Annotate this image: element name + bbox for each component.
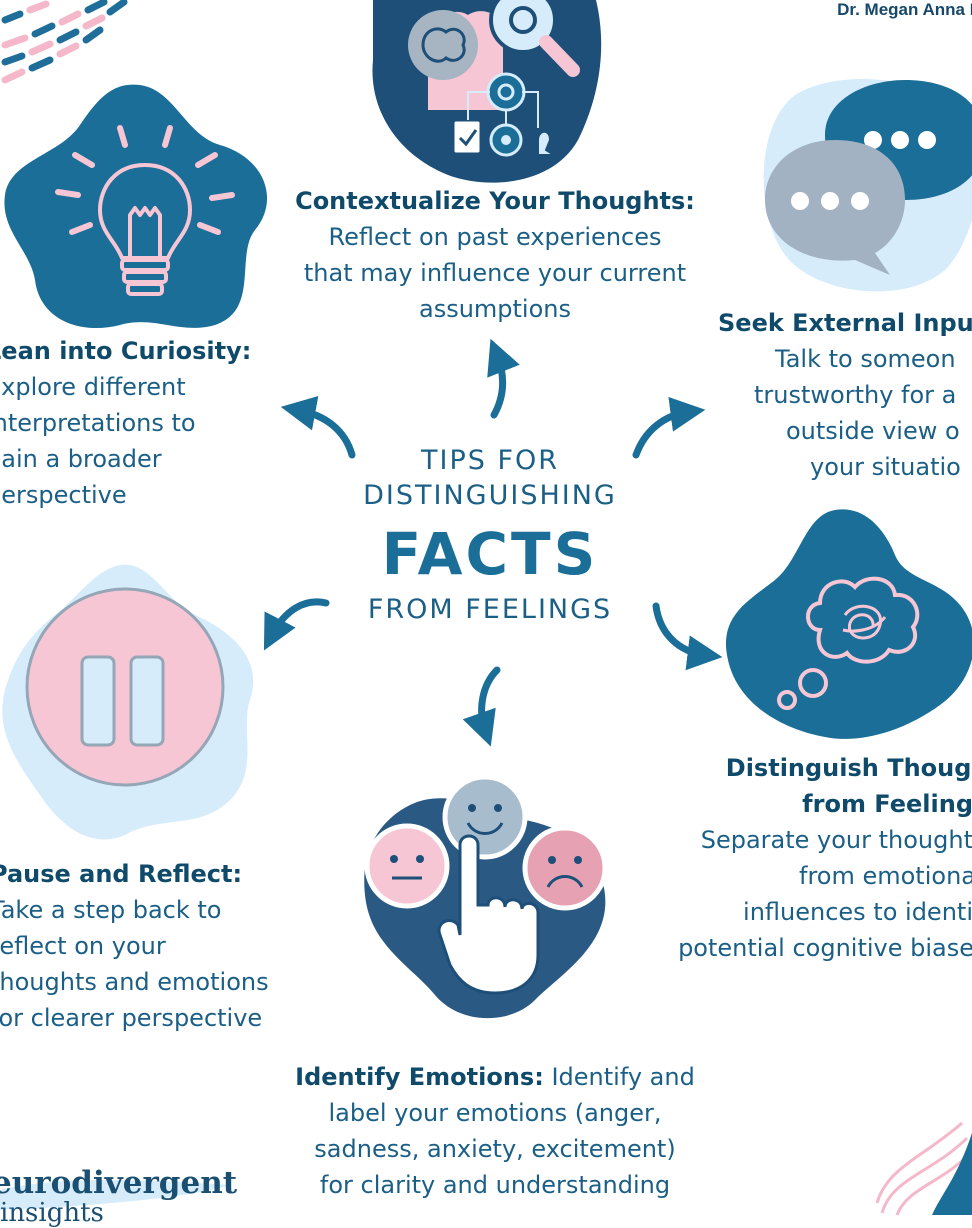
logo-brush: [0, 1180, 230, 1210]
logo-subtext: insights: [0, 1198, 104, 1228]
tip-external-line: your situatio: [810, 453, 961, 481]
tip-contextualize-line: Reflect on past experiences: [328, 223, 662, 251]
tip-emotions-line: sadness, anxiety, excitement): [314, 1135, 676, 1163]
arrow-lower-right: [652, 602, 723, 671]
tip-curiosity-line: Explore different: [0, 373, 186, 401]
title-facts: FACTS: [381, 520, 599, 588]
arrow-down: [462, 666, 501, 747]
arrow-lower-left: [263, 598, 330, 651]
arrow-up: [487, 338, 520, 419]
tip-curiosity: Lean into Curiosity: Explore different i…: [0, 333, 306, 513]
tip-external-line: Talk to someon: [775, 345, 956, 373]
tip-pause-line: thoughts and emotions: [0, 968, 269, 996]
tip-emotions-line: label your emotions (anger,: [328, 1099, 662, 1127]
tip-curiosity-line: gain a broader: [0, 445, 162, 473]
title-line-2: DISTINGUISHING: [363, 480, 617, 511]
tip-external-line: trustworthy for a: [754, 381, 957, 409]
tip-contextualize: Contextualize Your Thoughts: Reflect on …: [270, 183, 720, 327]
pause-icon: [2, 564, 254, 840]
tip-pause-title: Pause and Reflect:: [0, 860, 243, 888]
tip-pause-line: reflect on your: [0, 932, 166, 960]
tip-emotions-line: Identify and: [543, 1063, 695, 1091]
lightbulb-icon: [4, 84, 268, 328]
tip-distinguish-line: potential cognitive biase: [678, 934, 972, 962]
title-line-1: TIPS FOR: [420, 445, 559, 476]
tip-contextualize-line: assumptions: [418, 295, 571, 323]
tip-pause-line: for clearer perspective: [0, 1004, 263, 1032]
arrow-upper-left: [280, 395, 356, 459]
logo-text: eurodivergent: [0, 1165, 238, 1201]
tip-distinguish-title: Distinguish Thought: [725, 754, 972, 782]
emotion-faces-icon: [364, 774, 608, 1019]
tip-emotions-line: for clarity and understanding: [319, 1171, 671, 1199]
title-line-4: FROM FEELINGS: [367, 594, 613, 625]
tip-curiosity-line: interpretations to: [0, 409, 196, 437]
tip-distinguish-line: Separate your thought: [700, 826, 972, 854]
tip-distinguish-line: influences to identi: [743, 898, 972, 926]
thought-cloud-icon: [725, 509, 972, 739]
author-name: Dr. Megan Anna N: [837, 0, 972, 19]
tip-emotions: Identify Emotions: Identify and label yo…: [270, 1059, 720, 1203]
decorative-dashes: [1, 0, 128, 84]
brain-gears-icon: [372, 0, 602, 183]
tip-pause: Pause and Reflect: Take a step back to r…: [0, 856, 320, 1036]
tip-distinguish: Distinguish Thought from Feeling Separat…: [640, 750, 972, 966]
tip-curiosity-line: perspective: [0, 481, 127, 509]
tip-emotions-title: Identify Emotions:: [295, 1063, 544, 1091]
tip-external: Seek External Inpu Talk to someon trustw…: [700, 305, 972, 485]
tip-curiosity-title: Lean into Curiosity:: [0, 337, 252, 365]
tip-external-line: outside view o: [786, 417, 960, 445]
tip-external-title: Seek External Inpu: [718, 309, 972, 337]
speech-bubbles-icon: [763, 78, 972, 292]
tip-distinguish-title: from Feeling: [802, 790, 972, 818]
tip-distinguish-line: from emotiona: [799, 862, 972, 890]
arrow-upper-right: [632, 396, 706, 459]
tip-contextualize-title: Contextualize Your Thoughts:: [295, 187, 695, 215]
tip-contextualize-line: that may influence your current: [303, 259, 687, 287]
tip-pause-line: Take a step back to: [0, 896, 222, 924]
decorative-waves: [875, 1121, 972, 1216]
